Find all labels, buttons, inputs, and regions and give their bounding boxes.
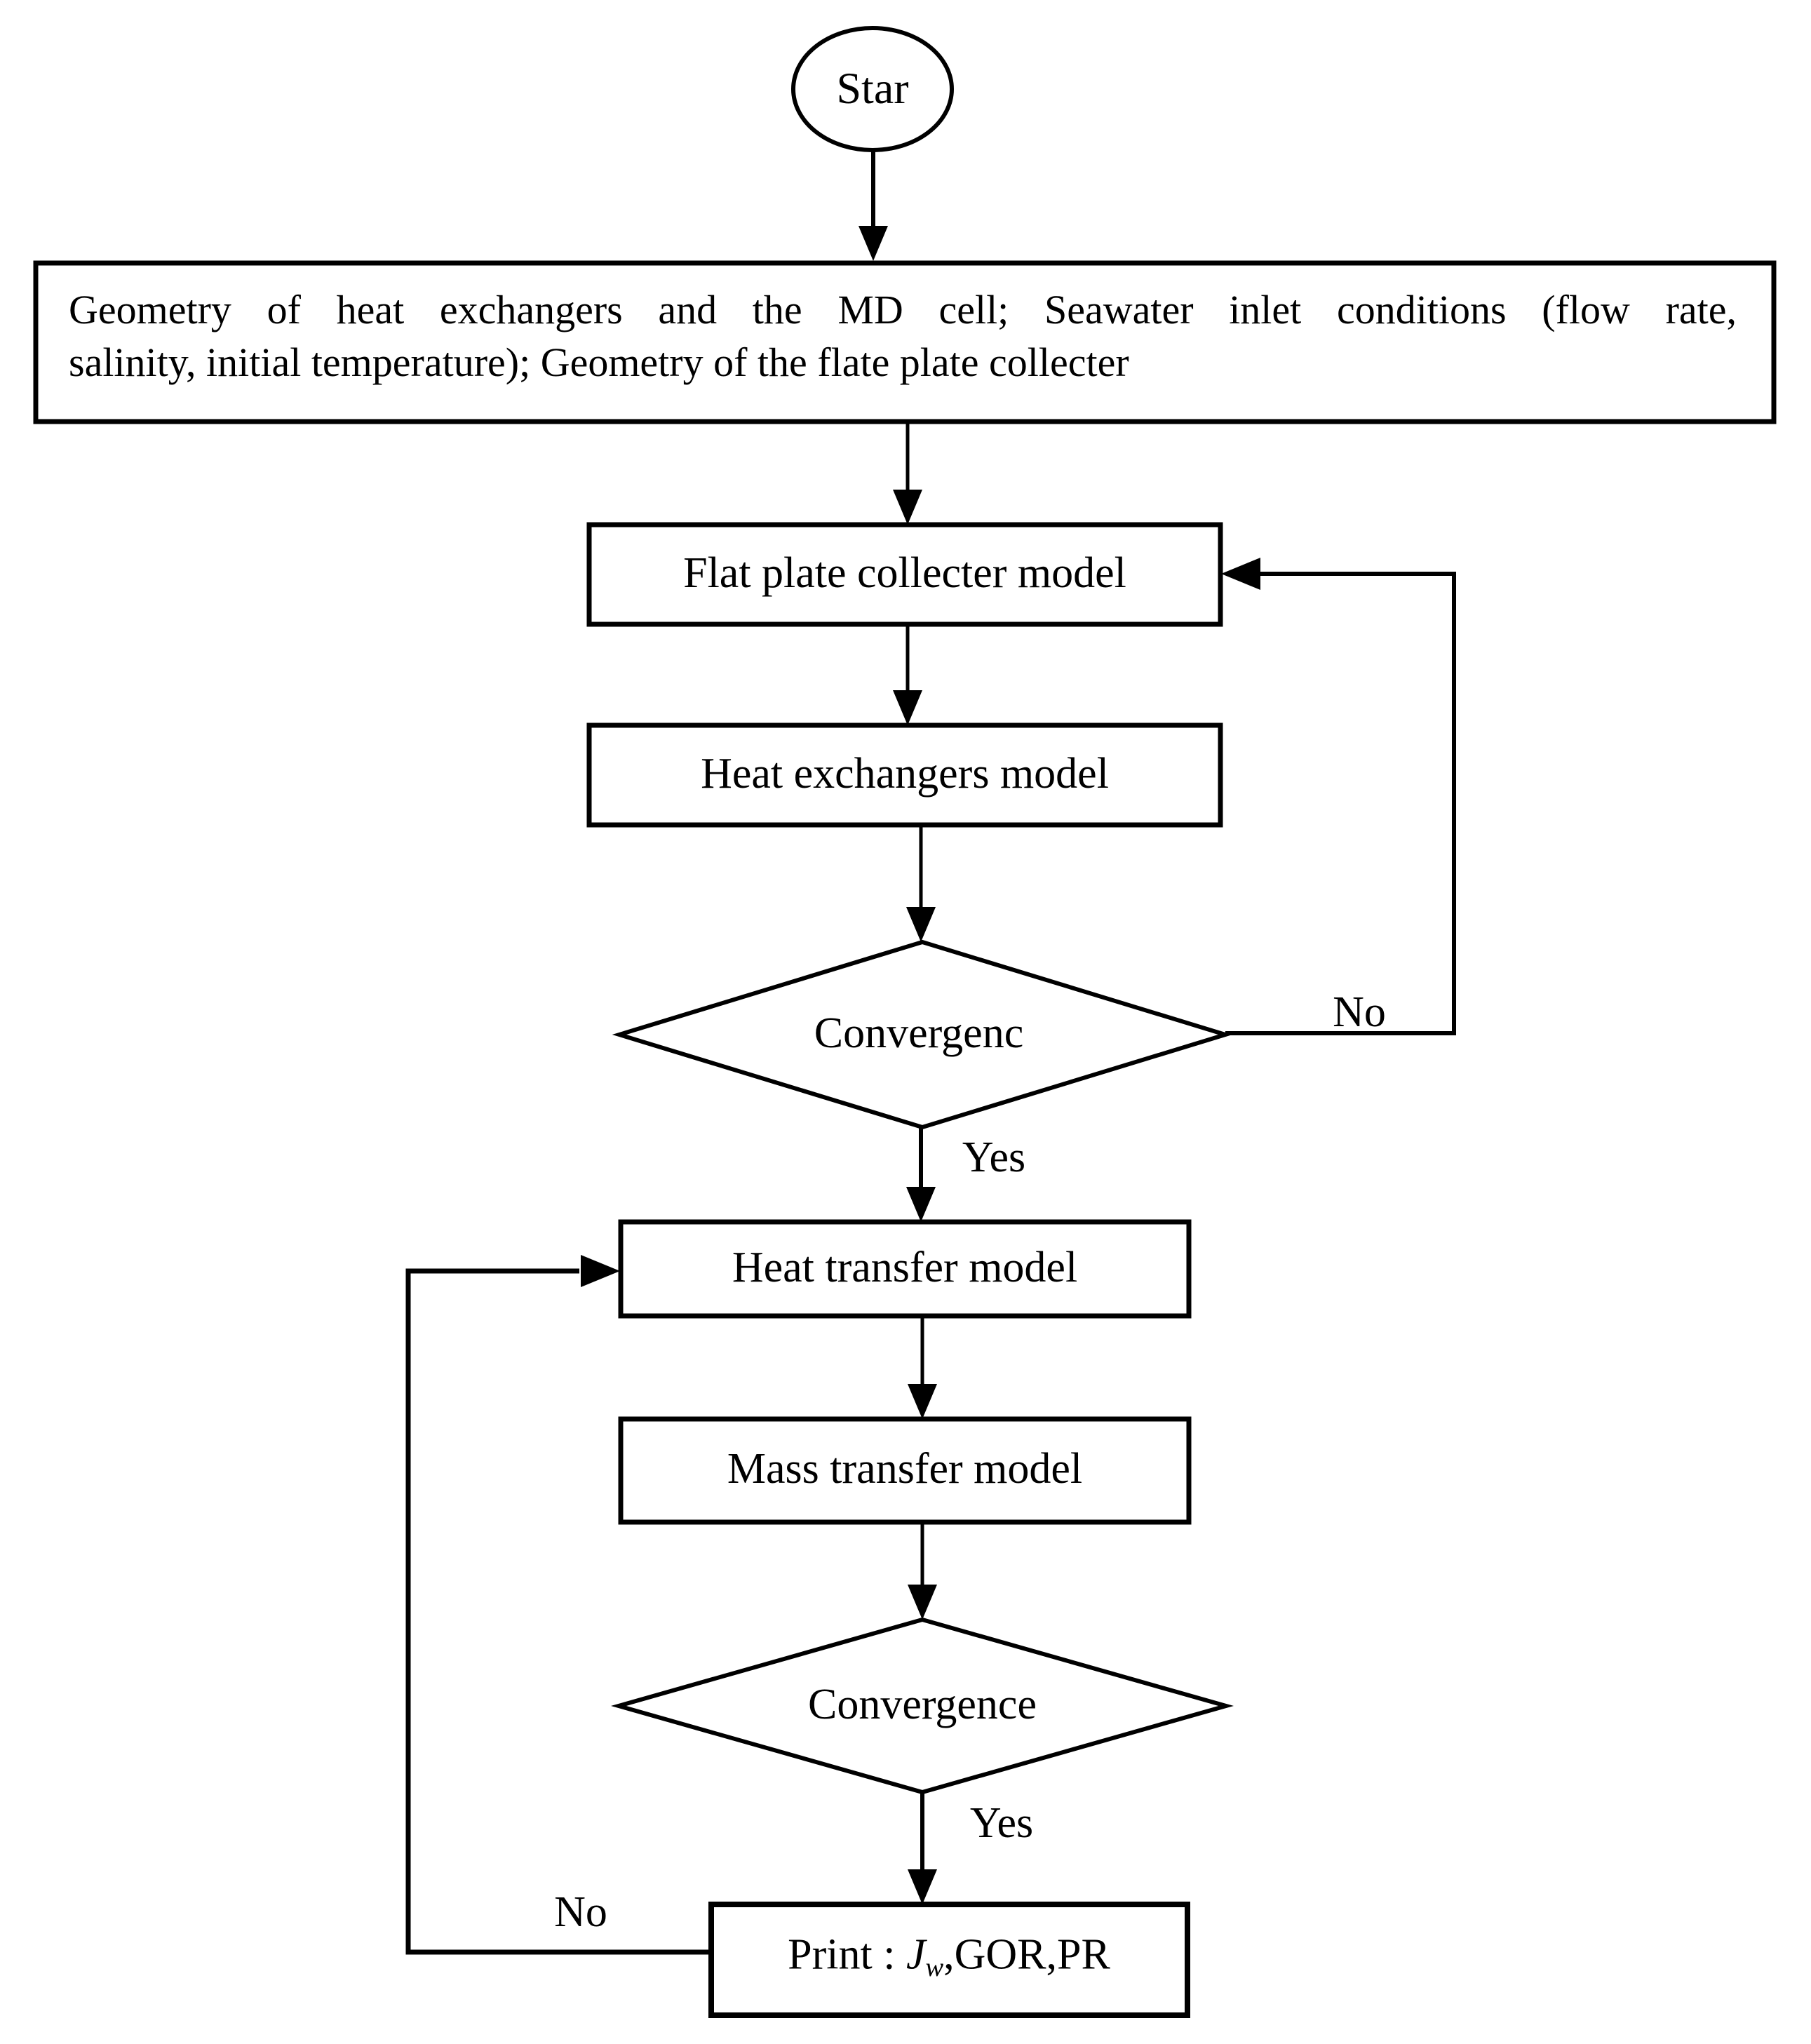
- masstr-to-convergence2-arrow: [908, 1522, 937, 1620]
- flat-plate-box-rect: [586, 522, 1223, 627]
- convergence2-label: Convergence: [808, 1681, 1037, 1728]
- convergence2-no-loop: [405, 1255, 711, 1955]
- heat-transfer-label: Heat transfer model: [732, 1244, 1078, 1291]
- convergence1-no-loop: [1221, 558, 1456, 1035]
- heat-transfer-box-rect: [618, 1219, 1192, 1319]
- input-to-flatplate-arrow: [893, 424, 922, 525]
- heat-exchangers-box-rect: [586, 722, 1223, 828]
- heat-exchangers-label: Heat exchangers model: [701, 750, 1109, 798]
- convergence1-yes-label: Yes: [962, 1134, 1026, 1181]
- input-text-line1: Geometry of heat exchangers and the MD c…: [69, 287, 1737, 332]
- convergence1-yes-arrow: [906, 1127, 936, 1222]
- print-box-rect: [708, 1902, 1190, 2018]
- input-text-line2: salinity, initial temperature); Geometry…: [69, 339, 1129, 385]
- convergence2-yes-arrow: [908, 1792, 937, 1904]
- flux-subscript: w: [925, 1953, 944, 1983]
- flat-plate-label: Flat plate collecter model: [683, 549, 1126, 597]
- convergence1-no-label: No: [1333, 988, 1386, 1036]
- convergence2-no-label: No: [554, 1888, 607, 1936]
- print-label: Print : Jw,GOR,PR: [788, 1932, 1110, 1981]
- heatex-to-convergence1-arrow: [906, 825, 936, 942]
- mass-transfer-label: Mass transfer model: [727, 1445, 1083, 1493]
- convergence2-yes-label: Yes: [969, 1799, 1034, 1847]
- mass-transfer-box-rect: [618, 1416, 1192, 1525]
- print-suffix: ,GOR,PR: [943, 1930, 1110, 1979]
- input-box-rect: [33, 260, 1777, 424]
- input-text: Geometry of heat exchangers and the MD c…: [69, 283, 1737, 389]
- convergence1-label: Convergenc: [814, 1009, 1024, 1057]
- heattr-to-masstr-arrow: [908, 1316, 937, 1419]
- flux-symbol: J: [906, 1930, 926, 1979]
- start-to-input-arrow: [859, 150, 888, 261]
- flatplate-to-heatex-arrow: [893, 624, 922, 725]
- print-prefix: Print :: [788, 1930, 906, 1979]
- start-label: Star: [836, 63, 909, 113]
